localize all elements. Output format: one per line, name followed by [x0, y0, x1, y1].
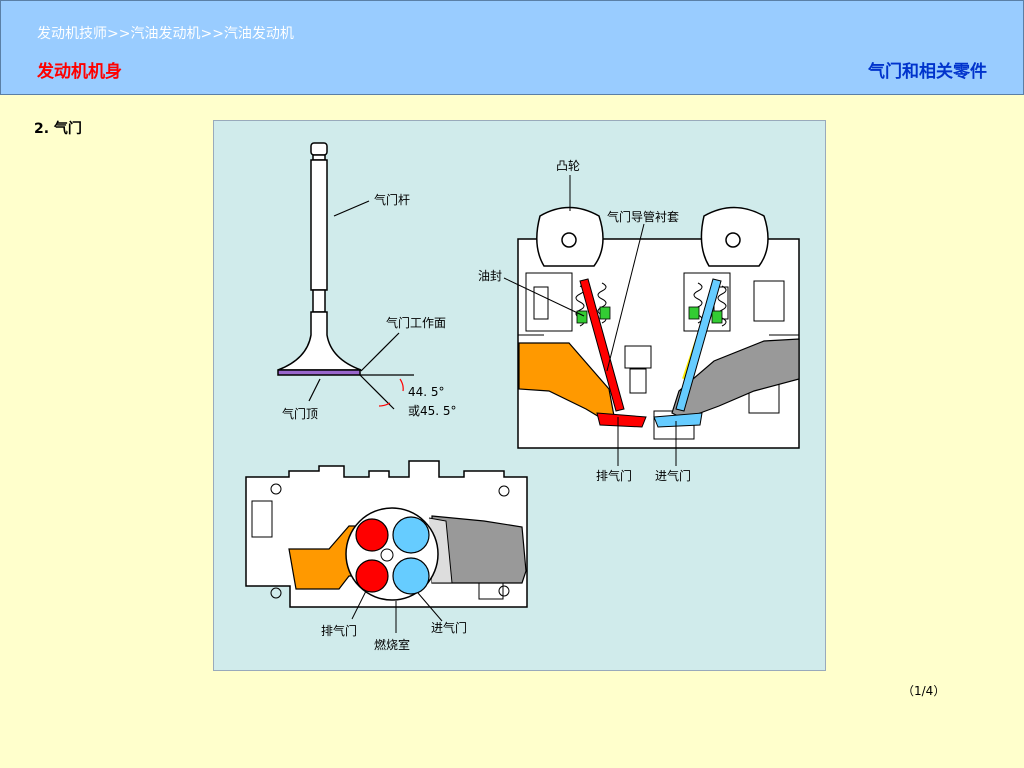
- angle-label-1: 44. 5°: [408, 385, 445, 399]
- topic-title: 气门和相关零件: [868, 62, 987, 82]
- valve-stem-label: 气门杆: [374, 193, 411, 207]
- exhaust-valve-top-label: 排气门: [321, 624, 358, 638]
- breadcrumb[interactable]: 发动机技师>>汽油发动机>>汽油发动机: [37, 26, 294, 42]
- chamber-top-view: [245, 460, 528, 633]
- page-heading: 2. 气门: [34, 121, 82, 137]
- section-title: 发动机机身: [37, 62, 122, 82]
- intake-valve-top-label: 进气门: [431, 621, 468, 635]
- oil-seal-label: 油封: [478, 269, 503, 283]
- valve-face-label: 气门工作面: [386, 316, 447, 330]
- valve-diagram: [277, 142, 362, 376]
- angle-label-2: 或45. 5°: [408, 404, 457, 418]
- head-section: [503, 175, 800, 466]
- valve-guide-bushing-label: 气门导管衬套: [607, 210, 680, 224]
- combustion-chamber-label: 燃烧室: [374, 638, 411, 652]
- intake-valve-label: 进气门: [655, 469, 692, 483]
- valve-figure: 气门杆 气门工作面 气门顶 44. 5° 或45. 5° 凸轮 气门导管衬套 油…: [213, 120, 826, 671]
- cam-label: 凸轮: [556, 159, 581, 173]
- header-bar: 发动机技师>>汽油发动机>>汽油发动机 发动机机身 气门和相关零件: [0, 0, 1024, 95]
- valve-illustration: [245, 142, 800, 633]
- page-number: （1/4）: [902, 684, 946, 698]
- valve-head-label: 气门顶: [282, 407, 319, 421]
- exhaust-valve-label: 排气门: [596, 469, 633, 483]
